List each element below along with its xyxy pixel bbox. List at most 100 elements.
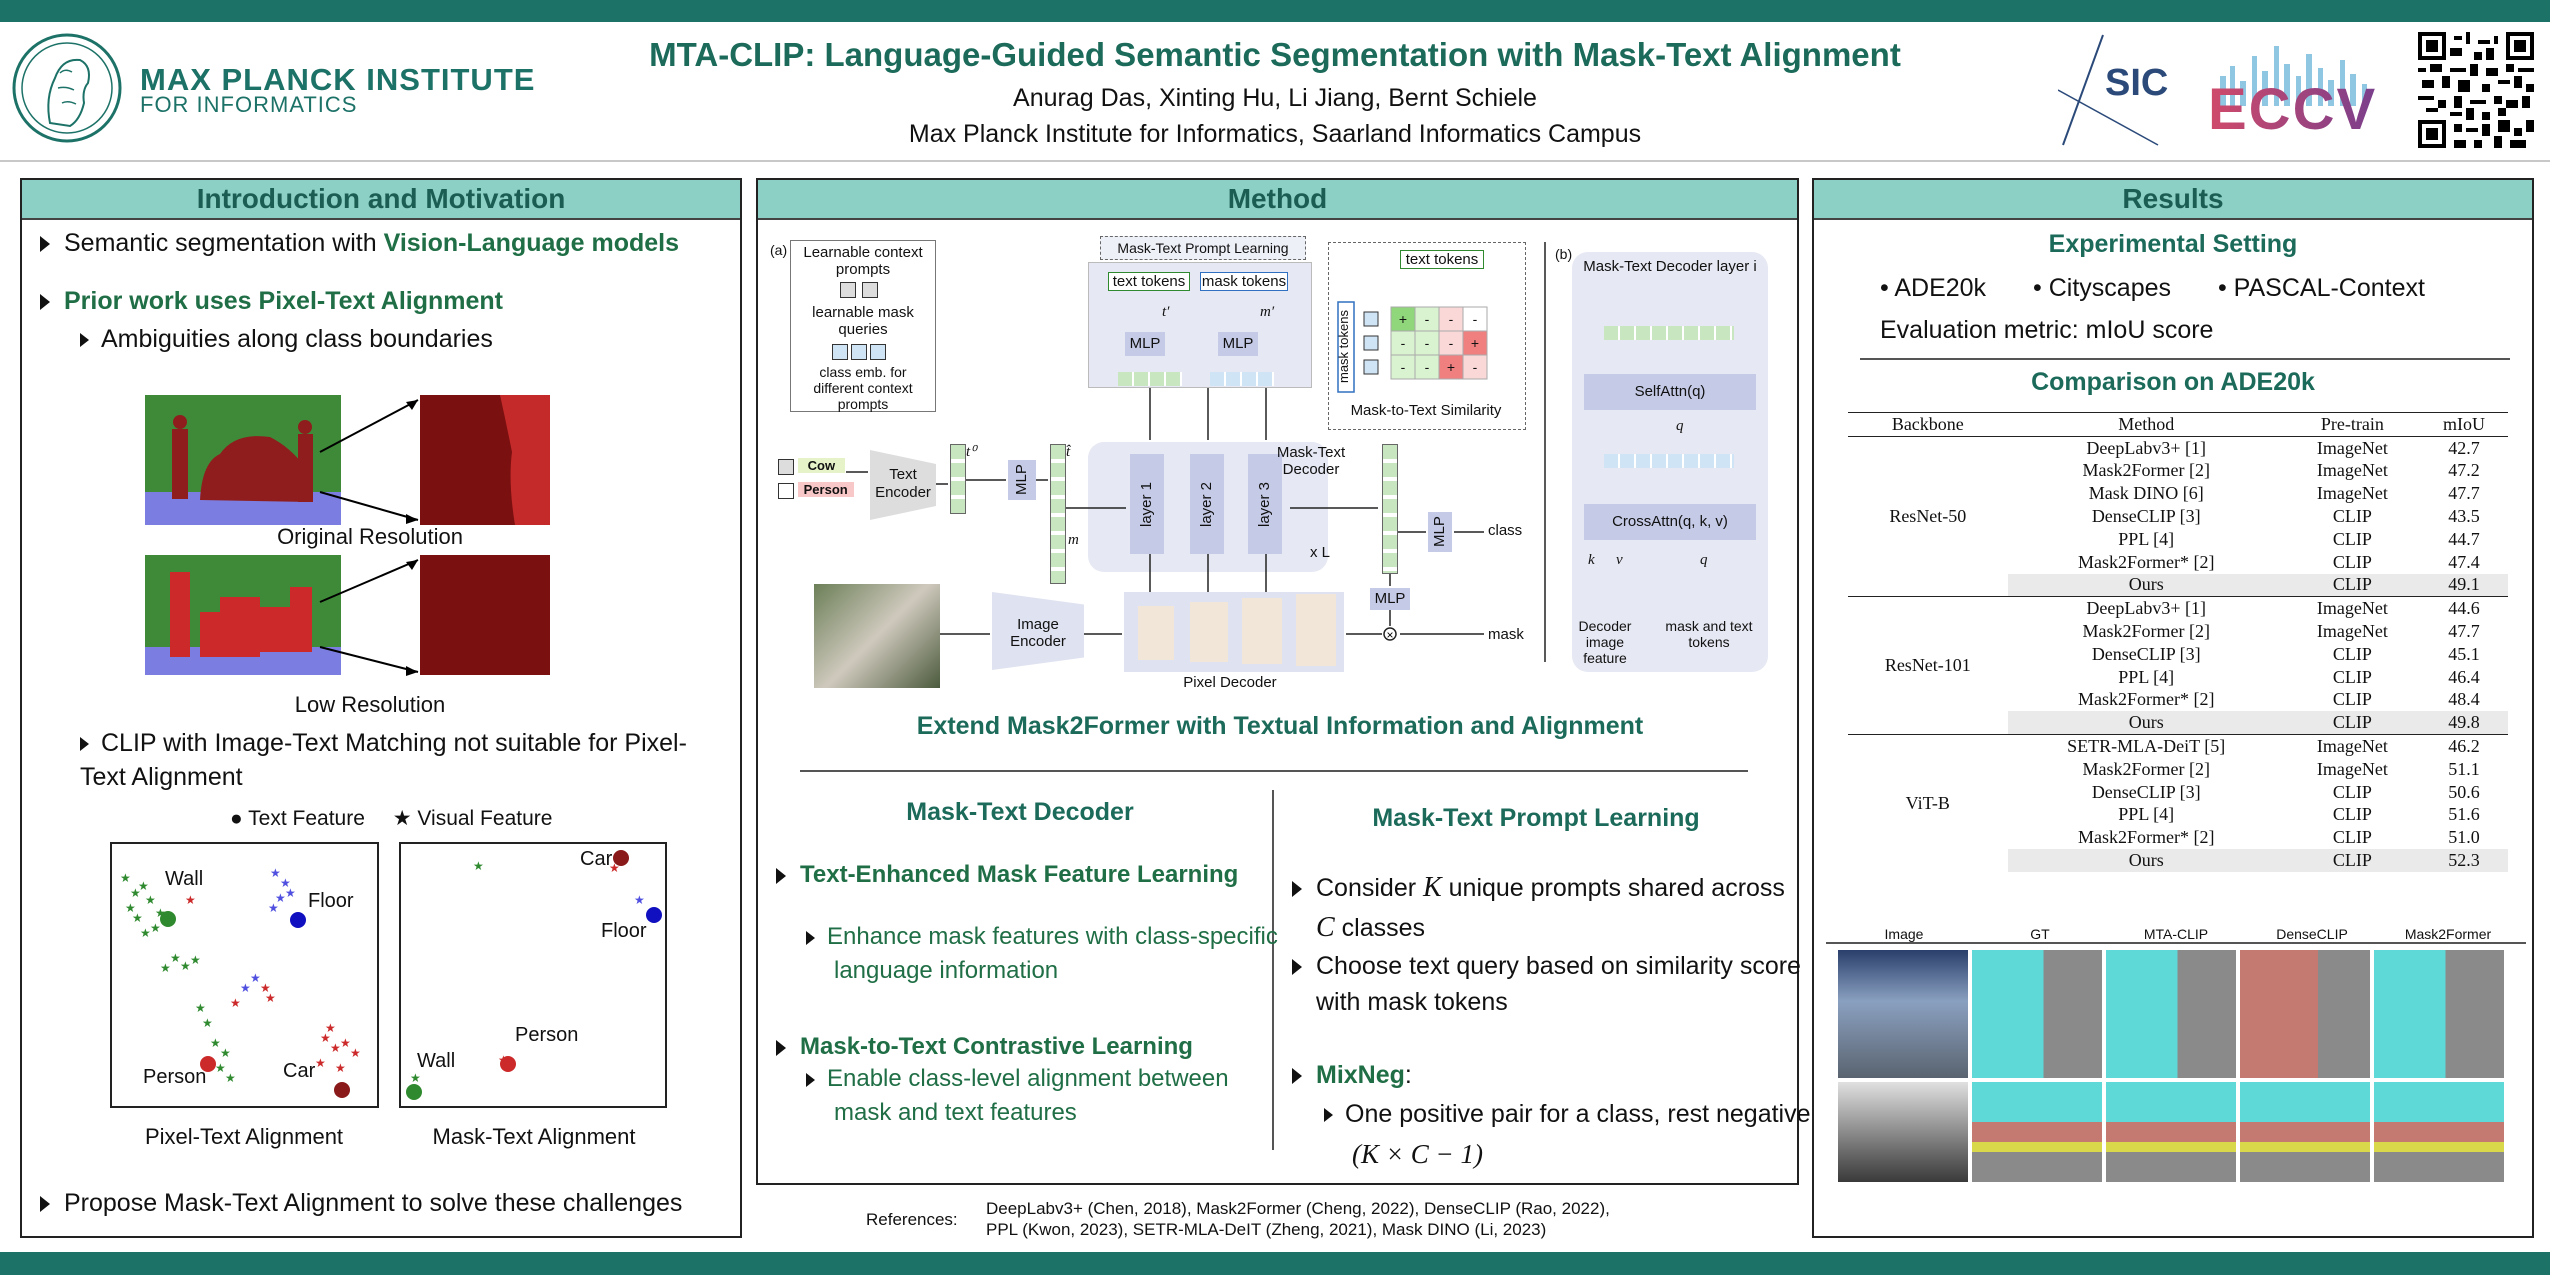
dataset-bullet-icon: • <box>2033 274 2042 302</box>
backbone-cell: ResNet-101 <box>1848 596 2008 735</box>
authors: Anurag Das, Xinting Hu, Li Jiang, Bernt … <box>1013 84 1537 112</box>
miou-cell: 44.7 <box>2448 528 2480 549</box>
intro-b2-sub-text: Ambiguities along class boundaries <box>101 325 493 353</box>
method-r2: Choose text query based on similarity sc… <box>1292 948 1806 1020</box>
qual-denseclip-1 <box>2240 950 2370 1078</box>
svg-text:★: ★ <box>230 996 241 1010</box>
k-label: k <box>1588 552 1595 568</box>
setting-title: Experimental Setting <box>2048 230 2298 258</box>
method-r3-colon: : <box>1404 1061 1412 1089</box>
dataset-bullet-icon: • <box>2217 274 2227 302</box>
scatter-right-person: Person <box>515 1024 579 1046</box>
method-r2-text: Choose text query based on similarity sc… <box>1316 952 1801 1016</box>
header-divider <box>0 160 2550 162</box>
pretrain-cell: CLIP <box>2332 551 2372 572</box>
method-cell: Mask2Former [2] <box>2082 460 2210 481</box>
intro-b1-highlight: Vision-Language models <box>383 229 680 257</box>
feature-map-4 <box>1296 594 1336 666</box>
method-l2: Mask-to-Text Contrastive Learning <box>776 1030 1266 1064</box>
decoder-layer-title: Mask-Text Decoder layer i <box>1583 258 1757 275</box>
pixel-decoder-label: Pixel Decoder <box>1183 674 1277 691</box>
qual-grid <box>1838 950 2518 1186</box>
svg-text:★: ★ <box>325 1021 336 1035</box>
method-r1-a: Consider <box>1316 874 1423 902</box>
references-list: DeepLabv3+ (Chen, 2018), Mask2Former (Ch… <box>986 1198 1610 1240</box>
miou-cell: 44.6 <box>2419 596 2508 621</box>
miou-cell: 51.1 <box>2448 758 2480 779</box>
svg-text:★: ★ <box>120 871 131 885</box>
svg-text:-: - <box>1401 335 1406 351</box>
qual-mta-2 <box>2106 1082 2236 1182</box>
qual-image-2 <box>1838 1082 1968 1182</box>
miou-cell: 46.2 <box>2419 734 2508 758</box>
mask-token-row <box>1210 372 1274 386</box>
scatter-left-floor: Floor <box>308 890 354 912</box>
svg-text:★: ★ <box>609 861 620 875</box>
pretrain-cell: CLIP <box>2332 643 2372 664</box>
method-r3-sub-math: (K × C − 1) <box>1352 1139 1483 1169</box>
miou-cell: 47.7 <box>2448 621 2480 642</box>
results-title: Results <box>1814 180 2532 220</box>
pretrain-cell: ImageNet <box>2316 621 2388 642</box>
method-cell: PPL [4] <box>2118 804 2175 825</box>
class-cow-row: Cow <box>778 458 846 475</box>
col-miou: mIoU <box>2419 412 2508 437</box>
method-r1-c: classes <box>1334 914 1425 942</box>
col-pretrain: Pre-train <box>2284 412 2420 437</box>
pretrain-cell: CLIP <box>2284 573 2420 597</box>
method-cell: Mask2Former [2] <box>2082 758 2210 779</box>
svg-text:-: - <box>1425 335 1430 351</box>
scatter-left-wall: Wall <box>165 868 204 890</box>
svg-text:★: ★ <box>340 1036 351 1050</box>
bullet-arrow-icon <box>40 236 50 253</box>
pretrain-cell: CLIP <box>2332 506 2372 527</box>
method-cell: DenseCLIP [3] <box>2091 643 2201 664</box>
eccv-logo-text: ECCV <box>2208 77 2378 142</box>
method-cell: Ours <box>2007 573 2285 597</box>
svg-text:-: - <box>1473 359 1478 375</box>
pretrain-cell: ImageNet <box>2316 460 2388 481</box>
svg-text:-: - <box>1449 311 1454 327</box>
crossattn-box: CrossAttn(q, k, v) <box>1584 504 1756 540</box>
bullet-arrow-icon <box>1324 1108 1333 1123</box>
miou-cell: 43.5 <box>2448 506 2480 527</box>
caption-original-resolution: Original Resolution <box>277 524 463 549</box>
svg-text:★: ★ <box>150 921 161 935</box>
miou-cell: 42.7 <box>2448 437 2480 458</box>
qual-mask2former-2 <box>2374 1082 2504 1182</box>
qual-mask2former-1 <box>2374 950 2504 1078</box>
method-r3-text: MixNeg <box>1316 1061 1405 1089</box>
col-method: Method <box>2007 412 2285 437</box>
pretrain-cell: CLIP <box>2284 849 2420 872</box>
qual-header-gt: GT <box>2030 926 2050 942</box>
method-r1-K: K <box>1423 872 1442 903</box>
svg-text:-: - <box>1473 311 1478 327</box>
text-encoder-box: Text Encoder <box>870 450 936 520</box>
pretrain-cell: CLIP <box>2332 528 2372 549</box>
similarity-matrix: +--- ---+ --+- <box>1337 301 1488 393</box>
method-l1-text: Text-Enhanced Mask Feature Learning <box>800 861 1239 888</box>
svg-text:★: ★ <box>265 991 276 1005</box>
dataset-cityscapes: Cityscapes <box>2048 274 2171 302</box>
xl-label: x L <box>1310 544 1331 561</box>
prompt-learning-box: Mask-Text Prompt Learning <box>1100 236 1306 260</box>
references-label: References: <box>866 1210 958 1229</box>
miou-cell: 45.1 <box>2448 643 2480 664</box>
svg-text:★: ★ <box>195 1001 206 1015</box>
qual-header-denseclip: DenseCLIP <box>2276 926 2348 942</box>
qr-code-icon[interactable] <box>2418 32 2534 148</box>
evaluation-metric: Evaluation metric: mIoU score <box>1880 316 2214 344</box>
t-hat-tokens <box>1050 444 1066 584</box>
miou-cell: 46.4 <box>2448 666 2480 687</box>
method-r1-C: C <box>1316 912 1335 943</box>
eccv-skyline-logo <box>2220 46 2367 106</box>
miou-cell: 51.6 <box>2448 804 2480 825</box>
miou-cell: 48.4 <box>2448 689 2480 710</box>
m-label: m <box>1068 532 1079 548</box>
method-cell: Mask2Former* [2] <box>2077 827 2215 848</box>
